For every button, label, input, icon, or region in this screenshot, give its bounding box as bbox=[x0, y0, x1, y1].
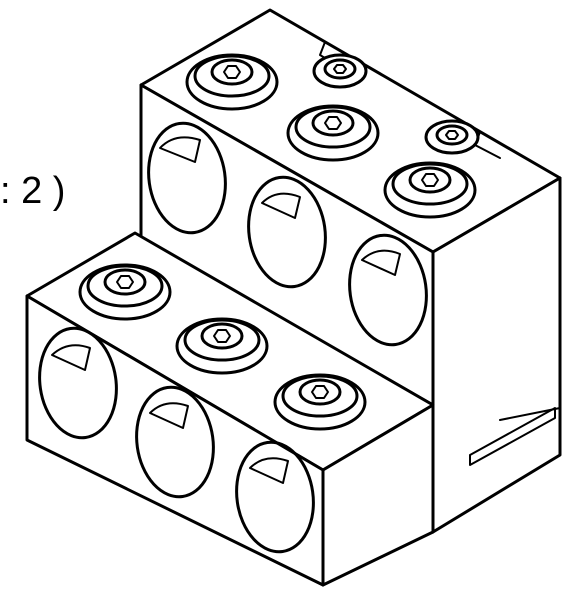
lower-hole-2 bbox=[135, 385, 215, 499]
lower-screw-3 bbox=[273, 373, 367, 431]
scale-label: : 2 ) bbox=[0, 170, 65, 212]
side-slot-upper bbox=[499, 407, 561, 421]
upper-tier-screws bbox=[185, 53, 480, 219]
lower-side-face bbox=[321, 403, 435, 587]
upper-screw-3 bbox=[383, 161, 477, 219]
upper-screw-2 bbox=[286, 104, 380, 162]
lower-tier-holes bbox=[38, 326, 315, 554]
upper-tier-holes bbox=[147, 121, 428, 347]
upper-hole-1 bbox=[147, 121, 227, 235]
lower-tier-screws bbox=[78, 263, 367, 431]
upper-screw-1 bbox=[185, 53, 279, 111]
lower-hole-1 bbox=[38, 326, 118, 440]
side-slot-lower bbox=[469, 407, 556, 466]
upper-hole-3 bbox=[348, 233, 428, 347]
lower-screw-2 bbox=[175, 317, 269, 375]
lower-hole-3 bbox=[235, 440, 315, 554]
lower-screw-1 bbox=[78, 263, 172, 321]
upper-hole-2 bbox=[247, 175, 327, 289]
small-screw-1 bbox=[312, 53, 368, 89]
small-screw-2 bbox=[424, 119, 480, 155]
